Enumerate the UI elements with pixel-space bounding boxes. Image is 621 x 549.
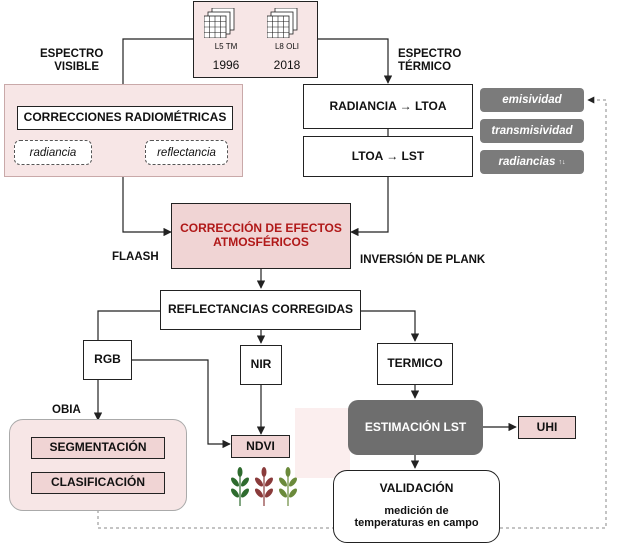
raster-stack-l8-icon [267,8,298,38]
radiancias-param: radiancias↑↓ [480,150,584,174]
year-l5: 1996 [212,58,240,72]
correccion-atmosferica-box: CORRECCIÓN DE EFECTOS ATMOSFÉRICOS [171,203,351,269]
radiancia-ltoa-box: RADIANCIA → LTOA [303,84,473,129]
correcciones-radiometricas-box: CORRECCIONES RADIOMÉTRICAS [17,106,233,130]
reflectancias-corregidas-box: REFLECTANCIAS CORREGIDAS [160,290,361,330]
ndvi-box: NDVI [231,435,290,458]
medicion-line-1: medición de [384,505,449,517]
inversion-plank-label: INVERSIÓN DE PLANK [360,254,486,266]
uhi-box: UHI [518,416,576,439]
nir-box: NIR [240,345,282,385]
transmisividad-param: transmisividad [480,119,584,143]
year-l8: 2018 [273,58,301,72]
raster-stack-l5-icon [204,8,235,38]
obia-label: OBIA [52,404,81,416]
l5-label: L5 TM [214,42,238,51]
espectro-termico-label: ESPECTRO TÉRMICO [398,48,462,74]
plants-icon [230,467,298,506]
termico-box: TERMICO [377,343,453,385]
radiancias-superscript: ↑↓ [558,158,566,166]
segmentacion-box: SEGMENTACIÓN [31,437,165,459]
validacion-box: VALIDACIÓN medición de temperaturas en c… [333,470,500,543]
ltoa-lst-box: LTOA → LST [303,136,473,177]
radiancia-box: radiancia [14,140,92,165]
validacion-title: VALIDACIÓN [379,481,454,495]
reflectancia-box: reflectancia [145,140,228,165]
obia-group [9,419,187,511]
rgb-box: RGB [83,340,132,380]
estimacion-lst-box: ESTIMACIÓN LST [348,400,483,455]
satellite-images-box: L5 TM L8 OLI 1996 2018 [193,1,318,78]
medicion-line-2: temperaturas en campo [354,517,479,529]
clasificacion-box: CLASIFICACIÓN [31,472,165,494]
emisividad-param: emisividad [480,88,584,112]
flaash-label: FLAASH [112,251,159,263]
backdrop-shape [295,408,350,478]
l8-label: L8 OLI [274,42,299,51]
espectro-visible-label: ESPECTRO VISIBLE [40,48,104,74]
